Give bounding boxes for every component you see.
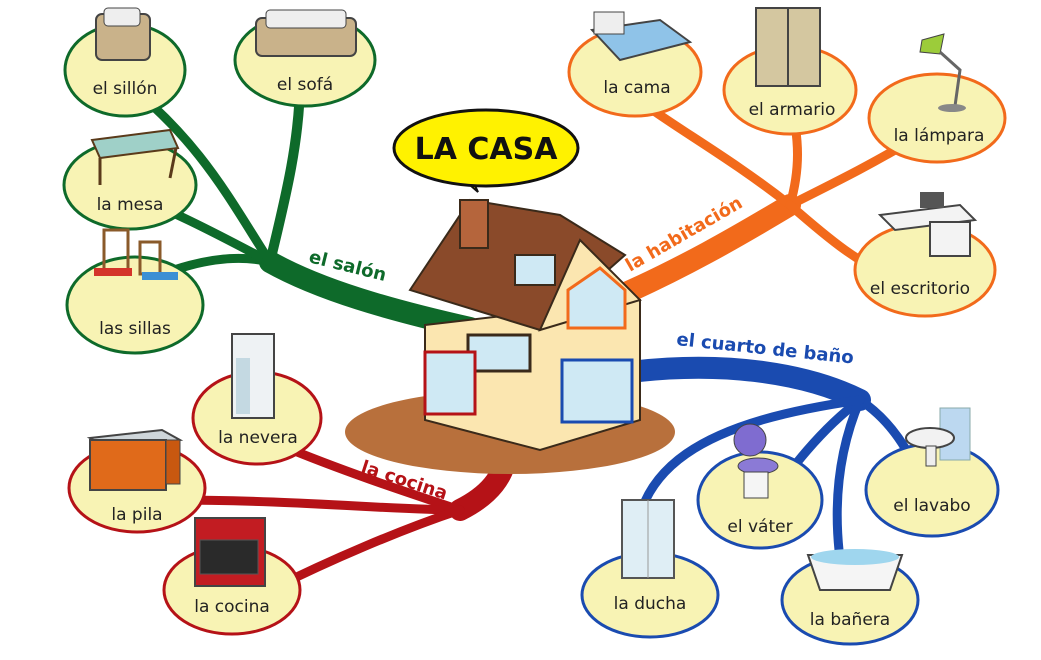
sofa-icon xyxy=(255,9,357,57)
toilet-icon xyxy=(733,423,779,499)
desk-icon xyxy=(877,192,978,257)
label-sillon: el sillón xyxy=(93,79,158,99)
bathtub-icon xyxy=(806,549,904,591)
label-sofa: el sofá xyxy=(277,75,333,95)
label-cama: la cama xyxy=(603,78,670,98)
label-lavabo: el lavabo xyxy=(893,496,970,516)
item-banera: la bañera xyxy=(780,549,920,646)
label-pila: la pila xyxy=(111,505,162,525)
item-cocina: la cocina xyxy=(162,517,302,636)
label-nevera: la nevera xyxy=(218,428,298,448)
label-armario: el armario xyxy=(749,100,836,120)
label-lampara: la lámpara xyxy=(894,126,985,146)
item-mesa: la mesa xyxy=(62,128,198,231)
item-sofa: el sofá xyxy=(233,9,377,108)
item-pila: la pila xyxy=(67,428,207,534)
label-banera: la bañera xyxy=(810,610,890,630)
item-armario: el armario xyxy=(722,7,858,136)
title-bubble: LA CASA xyxy=(392,108,580,193)
label-mesa: la mesa xyxy=(97,195,164,215)
item-nevera: la nevera xyxy=(191,333,323,466)
label-vater: el váter xyxy=(727,517,792,537)
item-cama: la cama xyxy=(567,11,703,118)
lamp-icon xyxy=(919,33,966,112)
label-sillas: las sillas xyxy=(99,319,171,339)
stove-icon xyxy=(194,517,266,587)
sink-icon xyxy=(86,428,184,491)
wardrobe-icon xyxy=(755,7,821,87)
armchair-icon xyxy=(95,7,151,61)
item-escritorio: el escritorio xyxy=(853,192,997,318)
item-lampara: la lámpara xyxy=(867,33,1007,164)
item-sillas: las sillas xyxy=(65,228,205,355)
branch-salon-lines xyxy=(105,73,481,339)
item-ducha: la ducha xyxy=(580,499,720,639)
page-title: LA CASA xyxy=(415,132,559,167)
house-icon xyxy=(345,198,675,474)
bed-icon xyxy=(589,11,693,62)
label-cocina: la cocina xyxy=(194,597,270,617)
label-ducha: la ducha xyxy=(614,594,687,614)
washbasin-icon xyxy=(905,407,971,467)
item-sillon: el sillón xyxy=(63,7,187,118)
fridge-icon xyxy=(231,333,275,419)
table-icon xyxy=(90,128,180,185)
item-lavabo: el lavabo xyxy=(864,407,1000,538)
item-vater: el váter xyxy=(696,423,824,550)
chairs-icon xyxy=(94,228,178,280)
shower-icon xyxy=(621,499,675,579)
label-escritorio: el escritorio xyxy=(870,279,970,299)
